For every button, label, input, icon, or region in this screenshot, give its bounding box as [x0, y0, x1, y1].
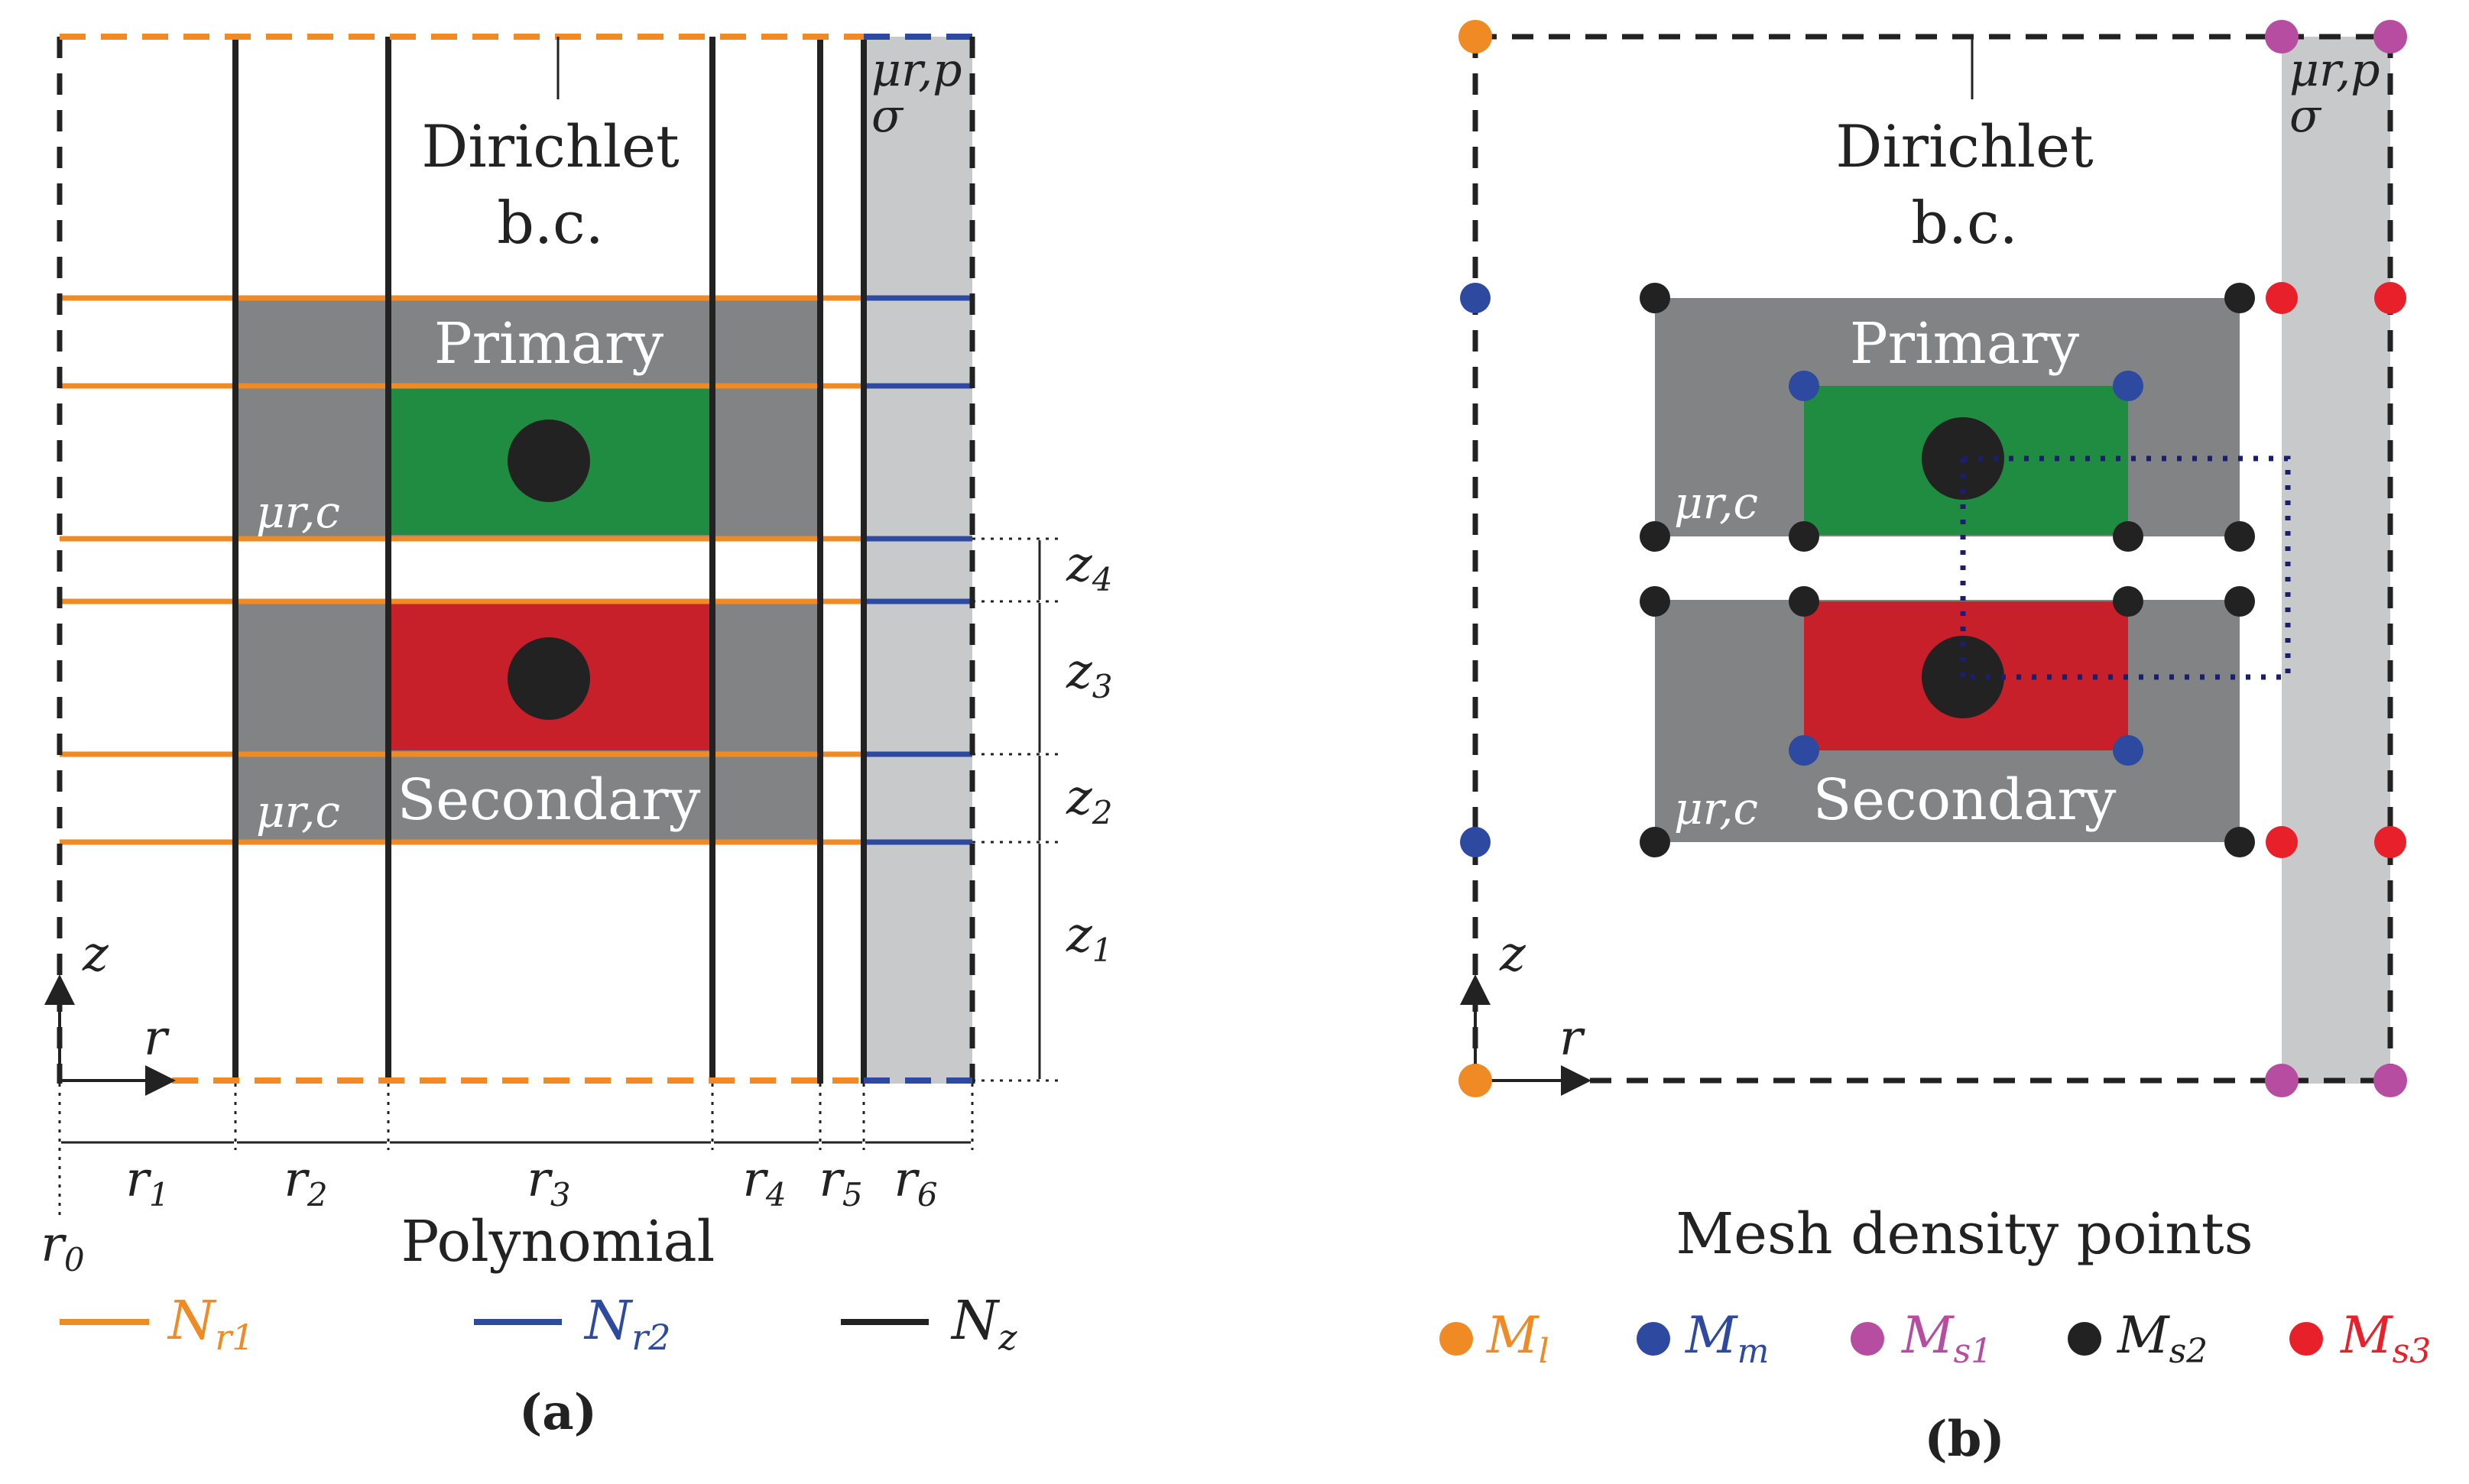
primary-label-b: Primary: [1850, 311, 2079, 377]
legend-ms1-dot: [1851, 1322, 1884, 1356]
caption-b: (b): [1924, 1411, 2004, 1468]
mu-rc-lower-b: μr,c: [1674, 783, 1758, 834]
dimension-label-z3: z3: [1066, 643, 1112, 705]
sigma-label-a: σ: [871, 89, 904, 143]
legend-label-ms3: Ms3: [2340, 1306, 2431, 1371]
mesh-point-ms1: [2265, 1064, 2299, 1097]
mesh-point-ms2: [2224, 283, 2255, 313]
dirichlet-label-b: Dirichlet: [1835, 112, 2093, 180]
mesh-point-ms3: [2266, 282, 2298, 314]
legend-label-ms2: Ms2: [2117, 1306, 2208, 1371]
legend-label-nr2: Nr2: [583, 1289, 671, 1358]
mesh-point-ms2: [1789, 521, 1819, 552]
mu-rc-upper-a: μr,c: [256, 486, 340, 538]
dimension-label-r6: r6: [894, 1152, 937, 1213]
panel-b: Dirichlet b.c. μr,p σ Primary Secondary …: [1439, 20, 2407, 1468]
mesh-point-ml: [1458, 1064, 1492, 1097]
dimension-label-r3: r3: [527, 1152, 570, 1213]
panel-a: Dirichlet b.c. μr,p σ Primary Secondary …: [44, 34, 1059, 1441]
dimension-label-z2: z2: [1066, 770, 1112, 831]
secondary-conductor-dot: [508, 637, 590, 720]
mesh-point-ms2: [1640, 827, 1670, 857]
polynomial-label: Polynomial: [401, 1209, 715, 1275]
mesh-point-ms1: [2373, 20, 2407, 53]
bc-label-b: b.c.: [1911, 189, 2018, 257]
mu-rp-label-a: μr,p: [871, 44, 962, 97]
mu-rc-lower-a: μr,c: [256, 786, 340, 838]
nr1-horizontal-lines: [60, 295, 864, 845]
mesh-point-mm: [1789, 371, 1819, 401]
nr2-horizontal-lines: [864, 295, 972, 845]
mesh-point-ml: [1458, 20, 1492, 53]
permeable-strip-b: [2282, 37, 2390, 1084]
mesh-point-ms1: [2373, 1064, 2407, 1097]
mesh-point-ms2: [1640, 586, 1670, 617]
primary-label-a: Primary: [434, 311, 663, 377]
secondary-label-b: Secondary: [1813, 767, 2117, 833]
legend-label-nr1: Nr1: [167, 1289, 255, 1358]
mesh-point-ms2: [2224, 586, 2255, 617]
caption-a: (a): [519, 1384, 597, 1441]
mesh-point-ms2: [2224, 521, 2255, 552]
mesh-density-title: Mesh density points: [1676, 1201, 2253, 1267]
legend-label-ms1: Ms1: [1901, 1306, 1992, 1371]
bc-label-a: b.c.: [497, 189, 604, 257]
z-axis-label-a: z: [82, 926, 109, 983]
dimension-label-r0: r0: [41, 1217, 84, 1278]
mesh-point-ms2: [1640, 521, 1670, 552]
mesh-point-ms3: [2374, 282, 2406, 314]
mesh-point-ms3: [2374, 826, 2406, 858]
legend-ms2-dot: [2068, 1322, 2101, 1356]
mu-rp-label-b: μr,p: [2289, 44, 2380, 97]
mesh-point-mm: [2113, 735, 2143, 766]
mesh-point-ms2: [2113, 586, 2143, 617]
z-dimension-guides: [972, 537, 1059, 1082]
mesh-point-mm: [1789, 735, 1819, 766]
r-axis-label-b: r: [1559, 1010, 1585, 1067]
legend-ms3-dot: [2289, 1322, 2323, 1356]
dotted-path-primary: [1963, 455, 2291, 680]
mesh-point-ms2: [2113, 521, 2143, 552]
legend-ml-dot: [1439, 1322, 1473, 1356]
dirichlet-label-a: Dirichlet: [421, 112, 679, 180]
primary-conductor-dot: [508, 420, 590, 502]
mesh-point-ms2: [1789, 586, 1819, 617]
dimension-label-r1: r1: [125, 1152, 169, 1213]
mesh-point-ms3: [2266, 826, 2298, 858]
mesh-point-ms2: [1640, 283, 1670, 313]
dimension-label-r2: r2: [284, 1152, 327, 1213]
z-axis-label-b: z: [1499, 926, 1526, 983]
r-axis-label-a: r: [144, 1010, 170, 1067]
legend-label-mm: Mm: [1685, 1306, 1769, 1371]
legend-label-ml: Ml: [1486, 1306, 1549, 1371]
legend-mm-dot: [1637, 1322, 1670, 1356]
mu-rc-upper-b: μr,c: [1674, 477, 1758, 529]
dimension-label-z1: z1: [1066, 907, 1112, 969]
mesh-point-ms2: [2224, 827, 2255, 857]
mesh-point-ms1: [2265, 20, 2299, 53]
r-dimension-guides: [58, 1084, 974, 1215]
dimension-label-r4: r4: [742, 1152, 786, 1213]
legend-label-nz: Nz: [950, 1289, 1017, 1358]
mesh-point-mm: [2113, 371, 2143, 401]
mesh-points: [1458, 20, 2407, 1097]
mesh-point-mm: [1460, 827, 1491, 857]
nz-vertical-lines: [232, 37, 867, 1084]
secondary-label-a: Secondary: [397, 767, 701, 833]
mesh-point-mm: [1460, 283, 1491, 313]
sigma-label-b: σ: [2289, 89, 2322, 143]
dimension-label-z4: z4: [1066, 536, 1112, 598]
permeable-strip-a: [864, 37, 972, 1084]
dimension-label-r5: r5: [819, 1152, 862, 1213]
